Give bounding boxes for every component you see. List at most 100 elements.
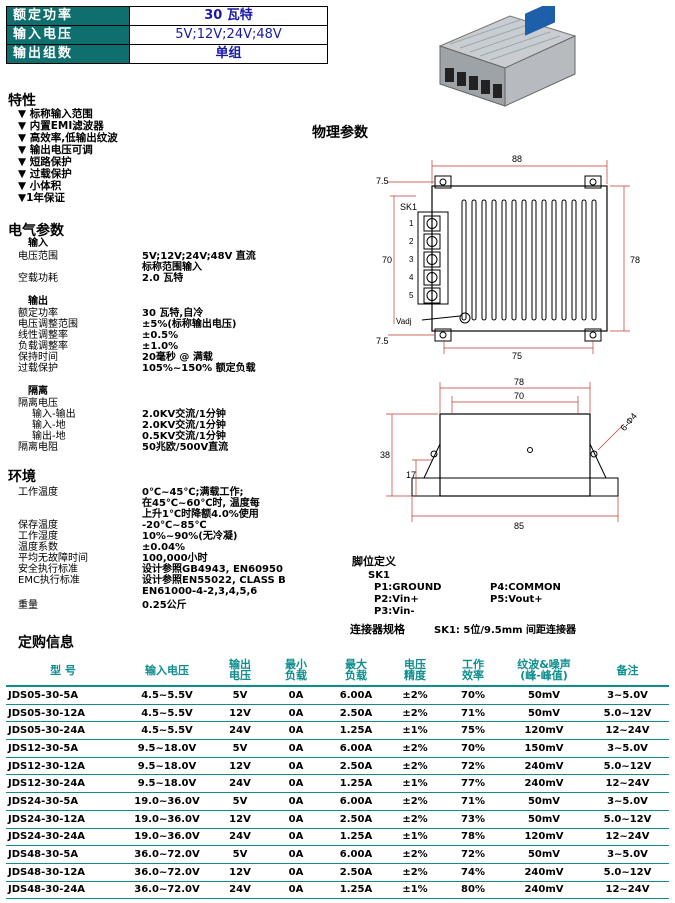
table-cell: 12~24V [586, 774, 669, 794]
table-cell: 70% [444, 739, 502, 758]
table-cell: 24V [214, 774, 266, 794]
table-cell: ±2% [386, 863, 444, 882]
table-cell: JDS05-30-5A [6, 686, 120, 705]
table-cell: 72% [444, 845, 502, 864]
spec-value: 10%~90%(无冷凝) [142, 531, 238, 542]
table-cell: 50mV [502, 810, 586, 829]
order-table: 型 号 输入电压 输出 电压 最小 负载 最大 负载 电压 精度 工作 效率 纹… [6, 655, 669, 900]
table-cell: JDS12-30-12A [6, 757, 120, 776]
spec-label: 负载调整率 [18, 341, 68, 352]
table-cell: 0A [266, 721, 326, 741]
order-title: 定购信息 [18, 635, 74, 651]
spec-label: 隔离电压 [18, 398, 58, 409]
spec-label: 平均无故障时间 [18, 553, 88, 564]
table-cell: 9.5~18.0V [120, 774, 214, 794]
spec-label: 隔离电阻 [18, 442, 58, 453]
spec-label: 保持时间 [18, 352, 58, 363]
table-cell: 120mV [502, 828, 586, 847]
table-cell: 36.0~72.0V [120, 845, 214, 864]
table-cell: JDS24-30-24A [6, 828, 120, 847]
spec-value: 20毫秒 @ 满载 [142, 352, 213, 363]
spec-label: 重量 [18, 600, 38, 611]
table-cell: JDS48-30-5A [6, 845, 120, 864]
dim-17: 17 [406, 470, 416, 480]
pin-number: 5 [409, 291, 414, 300]
table-cell: 71% [444, 704, 502, 723]
spec-value: 2.0KV交流/1分钟 [142, 420, 226, 431]
spec-value: ±5%(标称输出电压) [142, 319, 237, 330]
spec-value: 标称范围输入 [142, 262, 202, 273]
table-cell: 12V [214, 704, 266, 723]
table-cell: ±2% [386, 792, 444, 811]
table-cell: 1.25A [326, 721, 386, 741]
dim-70: 70 [382, 255, 392, 265]
table-cell: 3~5.0V [586, 792, 669, 811]
environment-title: 环境 [8, 469, 36, 485]
output-heading: 输出 [28, 296, 48, 307]
table-cell: 0A [266, 774, 326, 794]
table-cell: 0A [266, 845, 326, 864]
table-cell: ±2% [386, 757, 444, 776]
pin-number: 2 [409, 237, 414, 246]
table-cell: JDS12-30-5A [6, 739, 120, 758]
table-cell: 9.5~18.0V [120, 757, 214, 776]
spec-value: 30 瓦特,自冷 [142, 308, 204, 319]
table-cell: 74% [444, 863, 502, 882]
spec-label: 工作温度 [18, 487, 58, 498]
spec-label: 电压范围 [18, 251, 58, 262]
mount-tab [434, 175, 452, 189]
column-header: 电压 精度 [386, 655, 444, 687]
table-cell: 5.0~12V [586, 863, 669, 882]
header-key: 额定功率 [6, 6, 130, 26]
table-cell: 6.00A [326, 739, 386, 758]
spec-value: 2.0 瓦特 [142, 273, 184, 284]
column-header: 输出 电压 [214, 655, 266, 687]
spec-value: ±1.0% [142, 341, 179, 352]
header-row: 额定功率 30 瓦特 [6, 6, 328, 26]
column-header: 最小 负载 [266, 655, 326, 687]
table-cell: ±1% [386, 774, 444, 794]
table-cell: 80% [444, 881, 502, 900]
dim-hole: 6-Φ4 [618, 411, 639, 433]
table-cell: 120mV [502, 721, 586, 741]
table-cell: 0A [266, 757, 326, 776]
feature-item: ▼ 标称输入范围 [18, 108, 93, 120]
header-value: 30 瓦特 [129, 6, 328, 26]
dim-7.5-top: 7.5 [376, 176, 389, 186]
table-cell: 0A [266, 810, 326, 829]
table-cell: 5V [214, 792, 266, 811]
spec-value: ±0.5% [142, 330, 179, 341]
feature-item: ▼ 高效率,低输出纹波 [18, 132, 118, 144]
table-cell: 2.50A [326, 757, 386, 776]
table-cell: 5.0~12V [586, 810, 669, 829]
dim-7.5-bottom: 7.5 [376, 336, 389, 346]
table-cell: 19.0~36.0V [120, 792, 214, 811]
table-cell: 240mV [502, 774, 586, 794]
pin-p3: P3:Vin- [374, 606, 415, 617]
spec-label: 线性调整率 [18, 330, 68, 341]
pin-number: 3 [409, 255, 414, 264]
product-photo [438, 6, 577, 107]
table-cell: 50mV [502, 845, 586, 864]
spec-value: 0℃~45℃;满载工作; [142, 487, 244, 498]
sk1-label: SK1 [400, 202, 417, 212]
table-cell: 24V [214, 828, 266, 847]
spec-label: 额定功率 [18, 308, 58, 319]
mount-tab [584, 175, 602, 189]
table-cell: JDS48-30-24A [6, 881, 120, 900]
table-cell: JDS24-30-12A [6, 810, 120, 829]
table-cell: 19.0~36.0V [120, 828, 214, 847]
isolation-heading: 隔离 [28, 386, 48, 397]
table-cell: 0A [266, 686, 326, 705]
table-cell: 3~5.0V [586, 845, 669, 864]
table-cell: 12~24V [586, 828, 669, 847]
spec-value: 0.5KV交流/1分钟 [142, 431, 226, 442]
electrical-title: 电气参数 [8, 223, 64, 239]
side-body [439, 413, 591, 497]
